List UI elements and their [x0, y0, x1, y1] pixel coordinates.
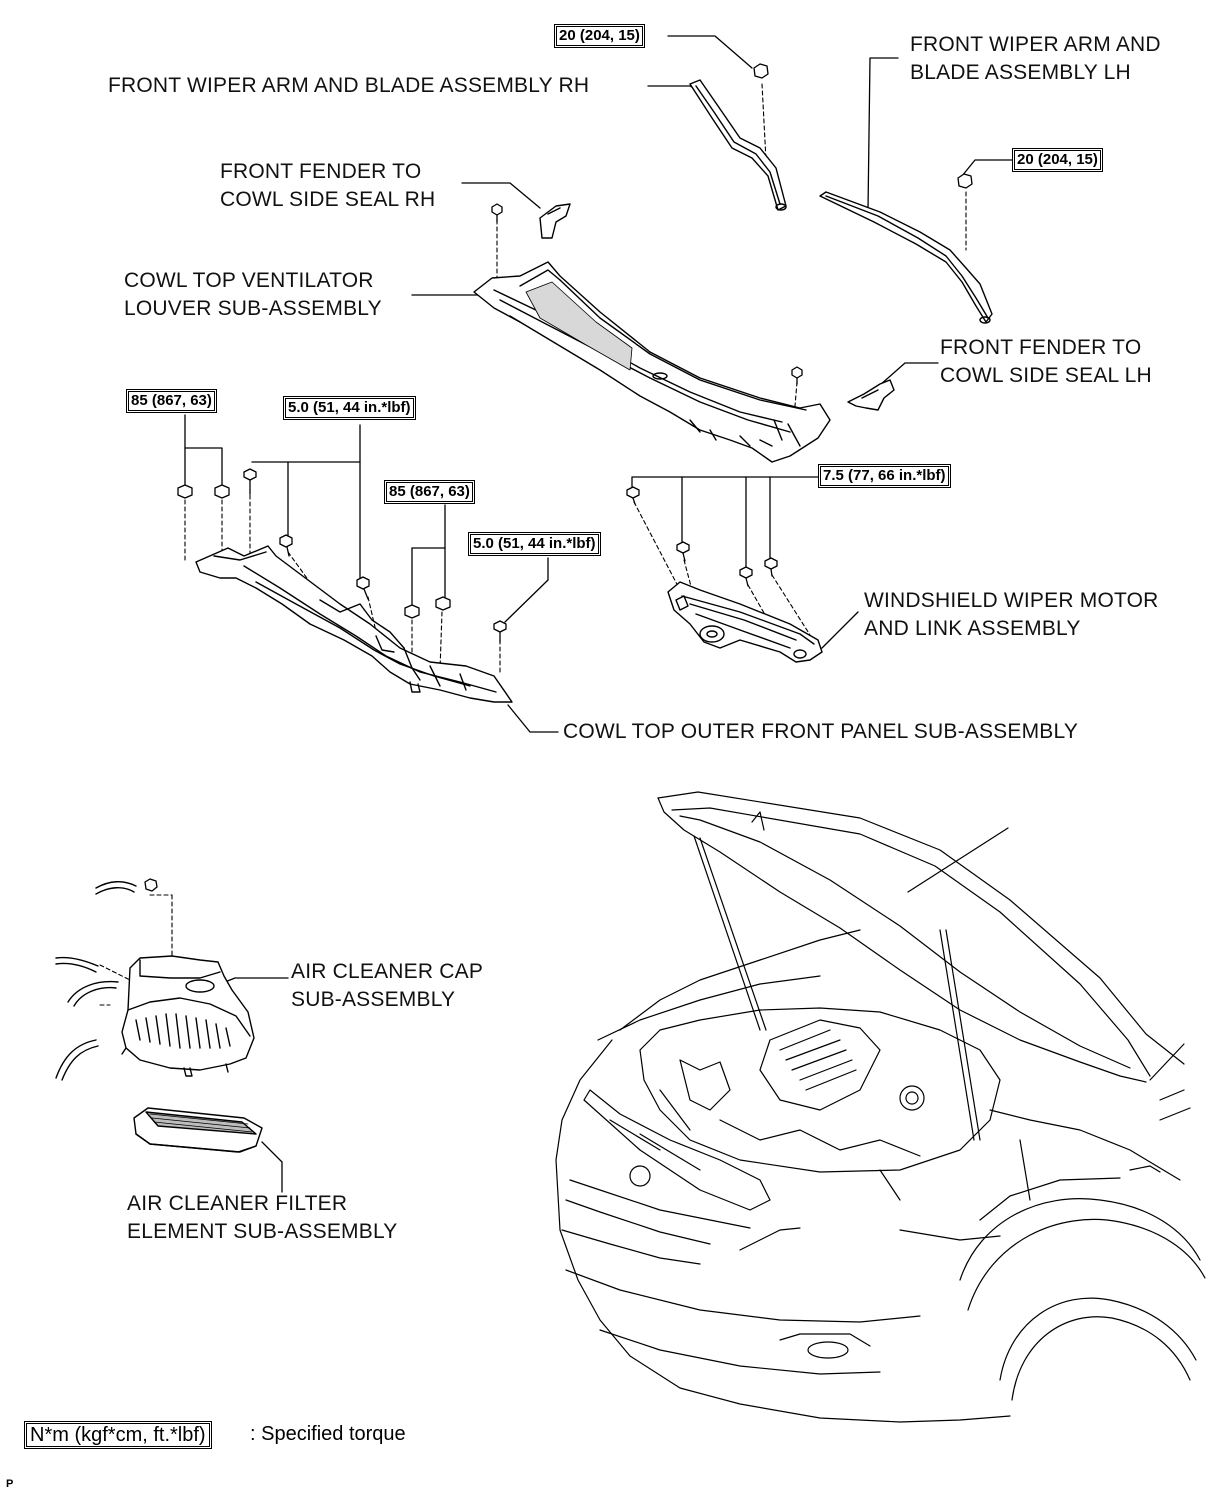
- vehicle-illustration: [555, 791, 1206, 1423]
- air-cleaner-cap: [55, 881, 255, 1081]
- label-air-filter-line2: ELEMENT SUB-ASSEMBLY: [127, 1220, 398, 1243]
- label-fender-seal-rh-line2: COWL SIDE SEAL RH: [220, 188, 436, 211]
- label-fender-seal-lh-line1: FRONT FENDER TO: [940, 336, 1142, 359]
- label-cowl-louver-line1: COWL TOP VENTILATOR: [124, 269, 374, 292]
- label-air-cleaner-cap-line2: SUB-ASSEMBLY: [291, 988, 456, 1011]
- label-wiper-arm-lh-line1: FRONT WIPER ARM AND: [910, 33, 1161, 56]
- torque-wiper-lh-nut: 20 (204, 15): [1012, 148, 1103, 172]
- label-air-cleaner-cap-line1: AIR CLEANER CAP: [291, 960, 484, 983]
- torque-panel-nut-mid: 85 (867, 63): [384, 480, 475, 504]
- cowl-louver: [473, 261, 831, 463]
- wiper-motor-link: [667, 581, 823, 663]
- torque-panel-bolt-right: 5.0 (51, 44 in.*lbf): [468, 532, 601, 556]
- fender-seals: [539, 203, 895, 411]
- label-wiper-motor-line2: AND LINK ASSEMBLY: [864, 617, 1081, 640]
- legend-description: : Specified torque: [250, 1423, 406, 1445]
- label-fender-seal-lh-line2: COWL SIDE SEAL LH: [940, 364, 1152, 387]
- label-wiper-arm-rh: FRONT WIPER ARM AND BLADE ASSEMBLY RH: [108, 74, 590, 97]
- label-air-filter-line1: AIR CLEANER FILTER: [127, 1192, 348, 1215]
- label-cowl-outer-panel: COWL TOP OUTER FRONT PANEL SUB-ASSEMBLY: [563, 720, 1079, 743]
- legend-torque-unit-box: N*m (kgf*cm, ft.*lbf): [24, 1421, 212, 1449]
- torque-motor-bolts: 7.5 (77, 66 in.*lbf): [818, 464, 951, 488]
- wiper-arm-lh: [819, 191, 993, 324]
- torque-panel-bolt-top: 5.0 (51, 44 in.*lbf): [283, 396, 416, 420]
- cowl-outer-panel: [195, 545, 513, 703]
- torque-panel-nut-left: 85 (867, 63): [126, 389, 217, 413]
- label-wiper-motor-line1: WINDSHIELD WIPER MOTOR: [864, 589, 1159, 612]
- wiper-arm-rh: [689, 79, 787, 211]
- label-cowl-louver-line2: LOUVER SUB-ASSEMBLY: [124, 297, 382, 320]
- page-mark: P: [6, 1478, 14, 1490]
- fasteners: [144, 63, 973, 892]
- label-fender-seal-rh-line1: FRONT FENDER TO: [220, 160, 422, 183]
- air-filter-element: [133, 1107, 263, 1153]
- label-wiper-arm-lh-line2: BLADE ASSEMBLY LH: [910, 61, 1131, 84]
- torque-wiper-rh-nut: 20 (204, 15): [554, 24, 645, 48]
